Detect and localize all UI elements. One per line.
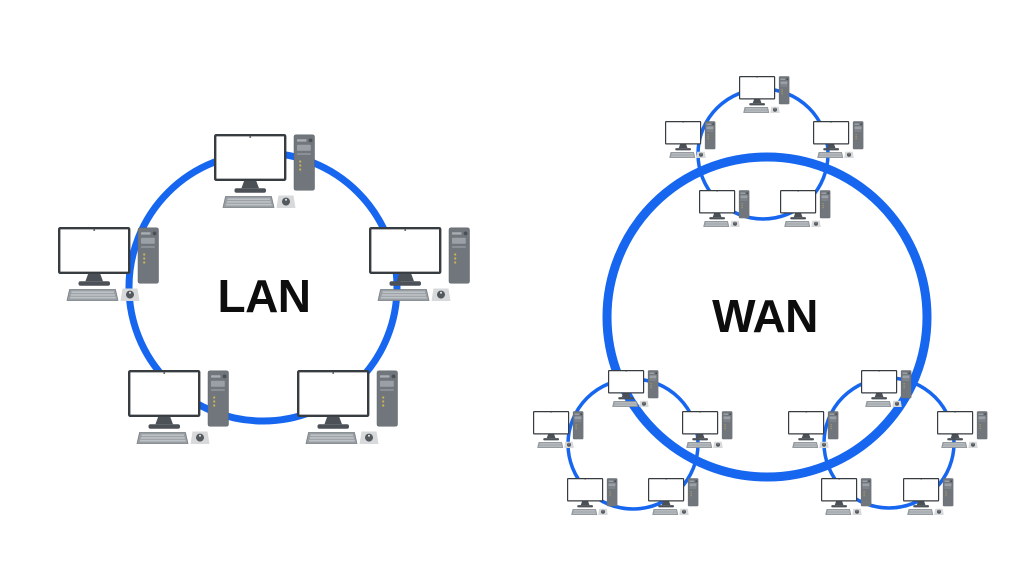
- computer-icon: [698, 189, 750, 228]
- wan-label: WAN: [712, 290, 818, 342]
- computer-icon: [787, 410, 839, 449]
- lan-label: LAN: [217, 270, 310, 322]
- computer-icon: [664, 120, 716, 159]
- computer-icon: [812, 120, 864, 159]
- computer-icon: [566, 477, 618, 516]
- wan-ring: [602, 152, 932, 482]
- computer-icon: [902, 477, 954, 516]
- computer-icon: [647, 477, 699, 516]
- computer-icon: [127, 369, 230, 446]
- nodes-layer: [58, 75, 988, 516]
- computer-icon: [532, 410, 584, 449]
- computer-icon: [297, 369, 399, 446]
- computer-icon: [738, 75, 790, 114]
- computer-icon: [58, 226, 160, 303]
- computer-icon: [607, 369, 659, 408]
- computer-icon: [779, 189, 831, 228]
- computer-icon: [820, 477, 872, 516]
- computer-icon: [681, 410, 733, 449]
- labels-layer: LAN WAN: [217, 270, 818, 342]
- computer-icon: [369, 226, 471, 303]
- computer-icon: [936, 410, 988, 449]
- computer-icon: [213, 133, 316, 210]
